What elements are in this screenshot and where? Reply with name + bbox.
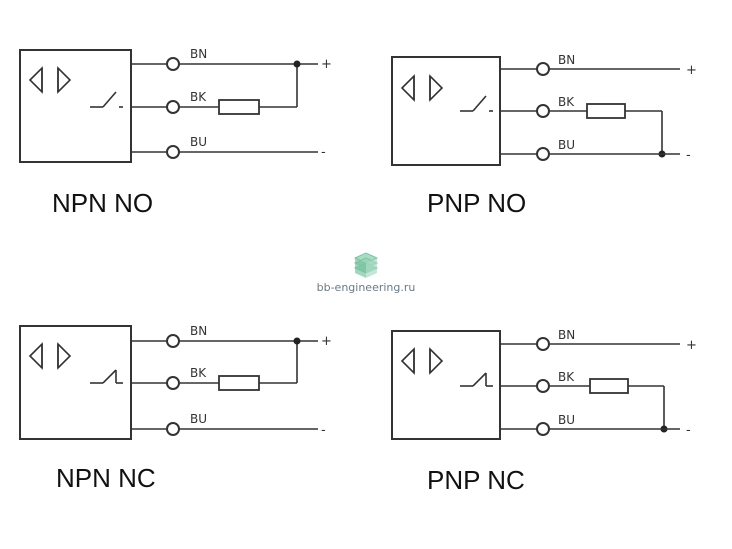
diagram-npn-no: BN BK BU + - NPN NO — [19, 47, 332, 218]
load-resistor — [218, 99, 260, 115]
load-resistor — [586, 103, 626, 119]
sensor-box — [391, 56, 501, 166]
terminal-bk — [166, 376, 180, 390]
wire-label-bu: BU — [558, 413, 575, 427]
sensor-symbol-icon — [28, 66, 72, 94]
wire-label-bu: BU — [190, 135, 207, 149]
terminal-bn — [166, 57, 180, 71]
terminal-bn — [166, 334, 180, 348]
sign-minus: - — [321, 423, 326, 438]
sign-plus: + — [686, 63, 697, 78]
terminal-bu — [536, 147, 550, 161]
sign-minus: - — [321, 145, 326, 160]
diagram-pnp-nc: BN BK BU + - PNP NC — [391, 328, 697, 495]
sensor-symbol-icon — [400, 74, 444, 102]
diagram-title: PNP NO — [427, 188, 526, 218]
load-resistor — [218, 375, 260, 391]
sensor-symbol-icon — [28, 342, 72, 370]
wire-label-bn: BN — [558, 328, 575, 342]
wire-label-bn: BN — [558, 53, 575, 67]
switch-nc-icon — [90, 369, 123, 384]
diagram-npn-nc: BN BK BU + - NPN NC — [19, 324, 332, 493]
terminal-bu — [536, 422, 550, 436]
wire-label-bk: BK — [558, 370, 575, 384]
wire-label-bk: BK — [190, 90, 207, 104]
watermark-text: bb-engineering.ru — [317, 281, 416, 294]
sensor-box — [19, 49, 132, 163]
diagram-title: PNP NC — [427, 465, 525, 495]
wire-label-bk: BK — [558, 95, 575, 109]
terminal-bn — [536, 62, 550, 76]
terminal-bk — [166, 100, 180, 114]
watermark: bb-engineering.ru — [317, 252, 416, 294]
sign-plus: + — [321, 57, 332, 72]
sensor-symbol-icon — [400, 347, 444, 375]
terminal-bk — [536, 104, 550, 118]
sensor-box — [391, 330, 501, 440]
wire-label-bu: BU — [558, 138, 575, 152]
sensor-box — [19, 325, 132, 440]
diagram-pnp-no: BN BK BU + - PNP NO — [391, 53, 697, 218]
sign-plus: + — [321, 334, 332, 349]
terminal-bn — [536, 337, 550, 351]
wire-label-bn: BN — [190, 47, 207, 61]
wire-label-bn: BN — [190, 324, 207, 338]
junction-dot — [293, 337, 301, 345]
stack-logo-icon — [353, 252, 379, 278]
sign-minus: - — [686, 423, 691, 438]
switch-no-icon — [460, 95, 493, 112]
terminal-bu — [166, 422, 180, 436]
diagram-title: NPN NO — [52, 188, 153, 218]
sign-plus: + — [686, 338, 697, 353]
wire-label-bu: BU — [190, 412, 207, 426]
wire-label-bk: BK — [190, 366, 207, 380]
terminal-bk — [536, 379, 550, 393]
load-resistor — [589, 378, 629, 394]
terminal-bu — [166, 145, 180, 159]
sign-minus: - — [686, 148, 691, 163]
junction-dot — [293, 60, 301, 68]
switch-no-icon — [90, 91, 123, 108]
diagram-title: NPN NC — [56, 463, 156, 493]
switch-nc-icon — [460, 372, 493, 387]
